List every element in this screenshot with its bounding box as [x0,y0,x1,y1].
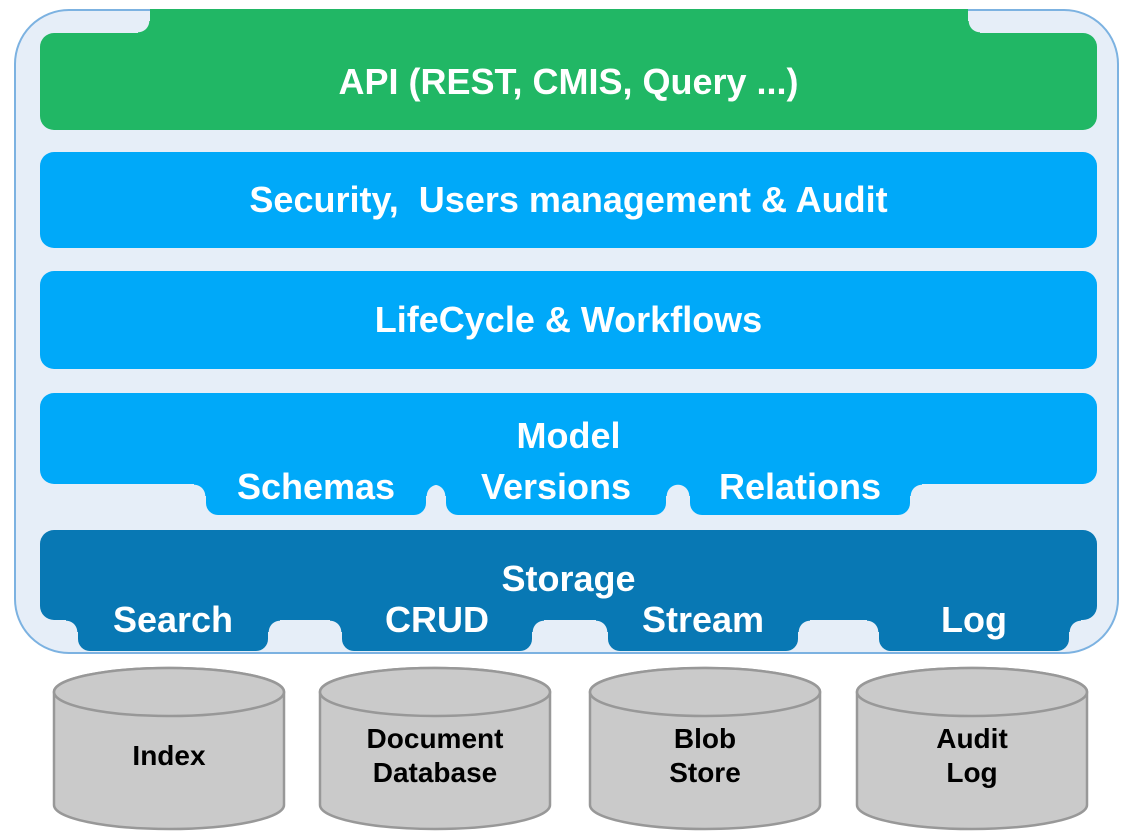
model-tab-relations-label: Relations [718,466,882,507]
storage-tab-search: Search [66,599,280,651]
layer-api-bar: API (REST, CMIS, Query ...) [40,9,1097,130]
layer-security-bar: Security, Users management & Audit [40,152,1097,248]
model-tab-versions: Versions [434,466,678,515]
datastore-blob-store: Blob Store [588,665,822,832]
layer-security-label: Security, Users management & Audit [249,179,888,220]
datastore-index: Index [52,665,286,832]
layer-lifecycle-bar: LifeCycle & Workflows [40,271,1097,369]
layer-lifecycle-label: LifeCycle & Workflows [374,299,763,340]
storage-tab-crud: CRUD [330,599,544,651]
datastore-audit-log-label: Audit Log [936,722,1008,788]
model-tab-schemas-label: Schemas [236,466,396,507]
storage-tab-log: Log [867,599,1081,651]
api-top-tab [138,9,980,35]
datastore-document-database: Document Database [318,665,552,832]
storage-tab-stream: Stream [596,599,810,651]
datastore-audit-log: Audit Log [855,665,1089,832]
cylinder-icon [52,666,286,831]
model-tab-versions-label: Versions [480,466,632,507]
cylinder-icon [855,666,1089,831]
cylinder-icon [588,666,822,831]
model-tab-schemas: Schemas [194,466,438,515]
storage-tab-log-label: Log [941,599,1007,640]
layer-model-label: Model [516,415,621,456]
datastore-index-label: Index [132,739,206,771]
cylinder-icon [318,666,552,831]
layer-storage-label: Storage [501,558,636,599]
storage-tab-search-label: Search [112,599,234,640]
layer-model-bar: Model Schemas Versions Relations [40,393,1097,515]
storage-tab-crud-label: CRUD [385,599,489,640]
storage-tab-stream-label: Stream [641,599,765,640]
layer-api-label: API (REST, CMIS, Query ...) [338,60,799,102]
layer-storage-bar: Storage Search CRUD Stream Log [40,530,1097,651]
datastore-document-database-label: Document Database [366,722,504,788]
model-tab-relations: Relations [678,466,922,515]
datastore-blob-store-label: Blob Store [669,722,741,788]
